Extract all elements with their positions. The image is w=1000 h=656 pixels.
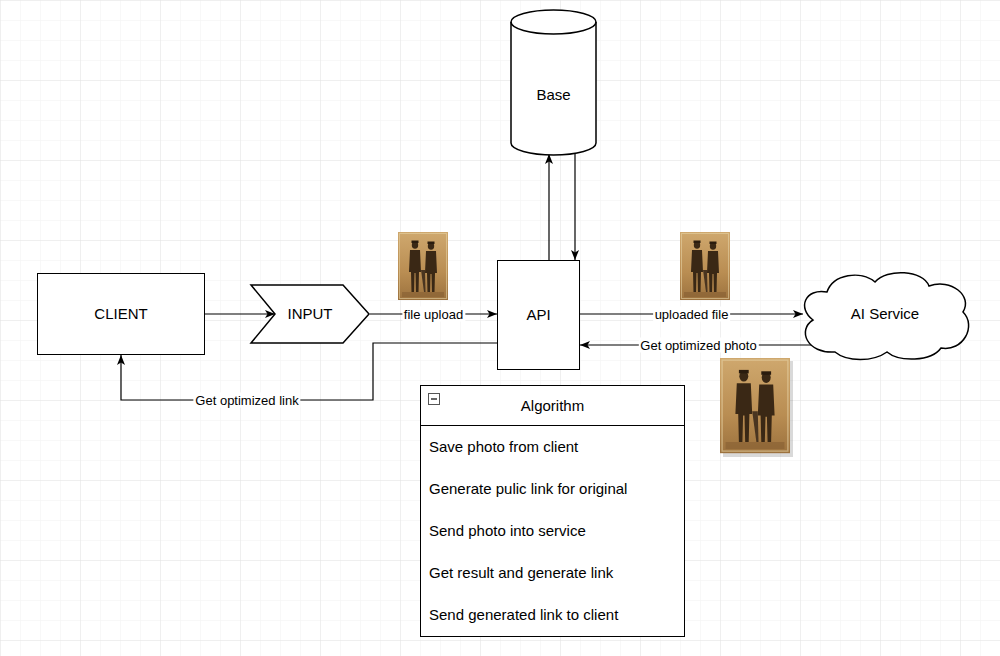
edge-label: file upload — [402, 307, 465, 322]
list-row: Generate pulic link for original — [421, 468, 684, 510]
edge-label: uploaded file — [653, 307, 731, 322]
list-row: Save photo from client — [421, 426, 684, 468]
node-label: Algorithm — [521, 397, 584, 415]
input-chevron: INPUT — [250, 284, 370, 344]
node-label: CLIENT — [94, 305, 147, 323]
arrow-connector — [205, 313, 275, 314]
label-holder: CLIENT — [38, 274, 204, 354]
label-holder: AI Service — [795, 268, 975, 360]
list-row: Send generated link to client — [421, 594, 684, 636]
list-item: Get result and generate link — [429, 564, 613, 582]
database-cylinder: Base — [510, 10, 597, 155]
list-item: Save photo from client — [429, 438, 578, 456]
list-row: Get result and generate link — [421, 552, 684, 594]
list-item: Generate pulic link for original — [429, 480, 627, 498]
node-label: API — [526, 306, 550, 324]
edge-label: Get optimized photo — [638, 338, 758, 353]
client-box: CLIENT — [37, 273, 205, 355]
node-label: INPUT — [288, 305, 333, 323]
algorithm-list: AlgorithmSave photo from clientGenerate … — [420, 385, 685, 637]
uploaded-photo — [680, 232, 730, 300]
edge-label: Get optimized link — [193, 393, 300, 408]
optimized-photo — [720, 358, 793, 457]
list-row: Send photo into service — [421, 510, 684, 552]
list-item: Send generated link to client — [429, 606, 618, 624]
collapse-icon — [428, 393, 440, 405]
list-item: Send photo into service — [429, 522, 586, 540]
label-holder: Base — [510, 34, 597, 155]
original-photo — [398, 232, 448, 300]
node-label: Base — [536, 86, 570, 104]
arrow-connector — [574, 152, 575, 260]
arrow-connector — [548, 154, 549, 260]
database-cylinder-outline — [510, 10, 597, 155]
label-holder: INPUT — [250, 284, 370, 344]
ai-service-cloud: AI Service — [795, 268, 975, 360]
api-box: API — [497, 260, 580, 370]
list-header: Algorithm — [421, 386, 684, 426]
node-label: AI Service — [851, 305, 919, 323]
label-holder: API — [498, 261, 579, 369]
